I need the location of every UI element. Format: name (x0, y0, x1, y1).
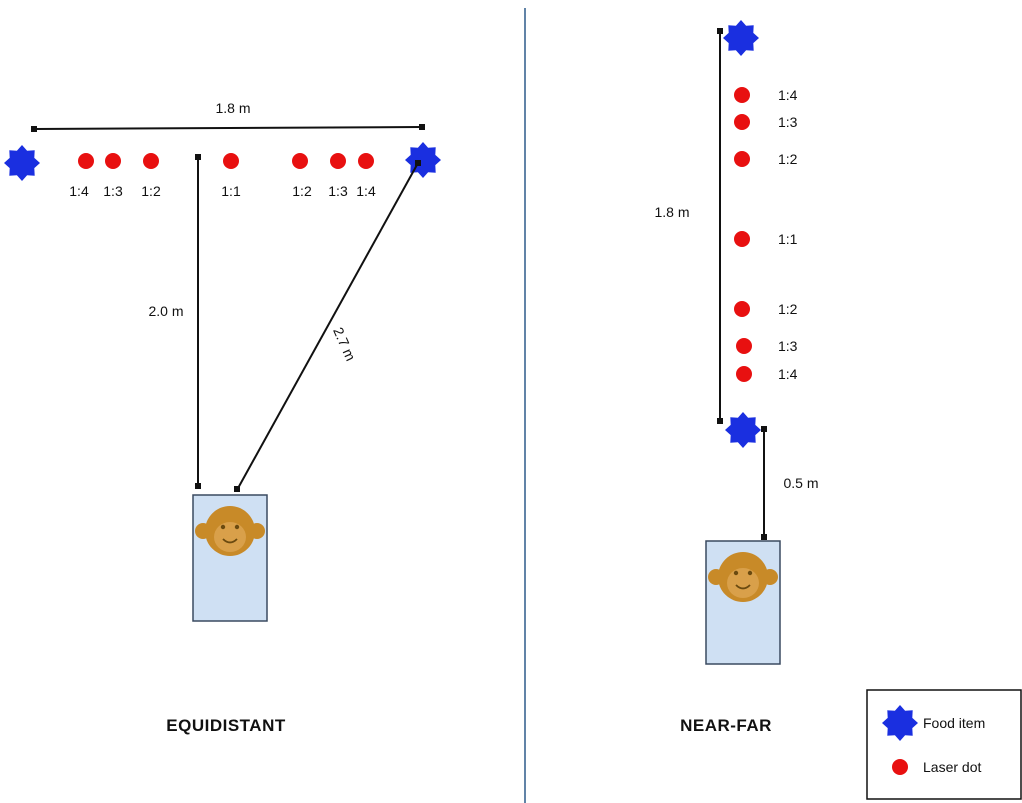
eq-laser-dot (330, 153, 346, 169)
nf-food-near (725, 412, 761, 448)
nf-laser-dot (734, 301, 750, 317)
eq-dot-label: 1:1 (221, 183, 241, 199)
eq-monkey-face-icon (195, 506, 265, 556)
eq-dot-label: 1:2 (292, 183, 312, 199)
eq-laser-dot (105, 153, 121, 169)
nf-length-endpoint-bottom (717, 418, 723, 424)
nf-dot-label: 1:3 (778, 114, 798, 130)
legend-dot-label: Laser dot (923, 759, 981, 775)
eq-laser-dot (292, 153, 308, 169)
nf-dot-label: 1:4 (778, 366, 798, 382)
nf-dot-labels: 1:4 1:3 1:2 1:1 1:2 1:3 1:4 (778, 87, 798, 382)
nf-laser-dot (734, 87, 750, 103)
legend-food-label: Food item (923, 715, 985, 731)
nf-near-endpoint-bottom (761, 534, 767, 540)
eq-diag-label: 2.7 m (330, 325, 359, 363)
nf-dot-label: 1:1 (778, 231, 798, 247)
nf-monkey-face-icon (708, 552, 778, 602)
eq-laser-dot (223, 153, 239, 169)
legend-dot-icon (892, 759, 908, 775)
nf-dot-label: 1:4 (778, 87, 798, 103)
eq-laser-dot (358, 153, 374, 169)
legend-box (866, 689, 1022, 800)
eq-laser-dots (78, 153, 374, 169)
eq-near-endpoint-bottom (195, 483, 201, 489)
eq-near-endpoint-top (195, 154, 201, 160)
eq-dot-label: 1:2 (141, 183, 161, 199)
eq-width-endpoint-right (419, 124, 425, 130)
nf-dot-label: 1:3 (778, 338, 798, 354)
eq-food-left (4, 145, 40, 181)
nf-dot-label: 1:2 (778, 151, 798, 167)
eq-dot-label: 1:3 (328, 183, 348, 199)
nf-dot-label: 1:2 (778, 301, 798, 317)
eq-diag-endpoint-bottom (234, 486, 240, 492)
eq-diag-measure-line (236, 162, 419, 491)
eq-near-label: 2.0 m (148, 303, 183, 319)
eq-dot-label: 1:3 (103, 183, 123, 199)
nf-panel-title: NEAR-FAR (680, 716, 772, 735)
eq-dot-label: 1:4 (69, 183, 89, 199)
nf-laser-dot (736, 366, 752, 382)
nf-laser-dot (736, 338, 752, 354)
eq-dot-label: 1:4 (356, 183, 376, 199)
eq-panel-title: EQUIDISTANT (166, 716, 286, 735)
nf-laser-dot (734, 114, 750, 130)
nf-length-label: 1.8 m (654, 204, 689, 220)
legend: Food item Laser dot (866, 689, 1022, 800)
nf-laser-dot (734, 151, 750, 167)
nearfar-panel: 1.8 m 1:4 1:3 1:2 1:1 1:2 1:3 1:4 0.5 m (654, 20, 819, 735)
eq-width-endpoint-left (31, 126, 37, 132)
nf-length-endpoint-top (717, 28, 723, 34)
eq-dot-labels: 1:4 1:3 1:2 1:1 1:2 1:3 1:4 (69, 183, 376, 199)
legend-food-icon (882, 705, 918, 741)
nf-laser-dots (734, 87, 752, 382)
eq-width-label: 1.8 m (215, 100, 250, 116)
nf-laser-dot (734, 231, 750, 247)
equidistant-panel: 1.8 m 1:4 1:3 1:2 1:1 1:2 1:3 1:4 2.0 m (4, 100, 441, 735)
nf-food-far (723, 20, 759, 56)
eq-laser-dot (143, 153, 159, 169)
eq-diag-endpoint-top (415, 160, 421, 166)
nf-near-label: 0.5 m (783, 475, 818, 491)
eq-laser-dot (78, 153, 94, 169)
nf-near-endpoint-top (761, 426, 767, 432)
eq-width-measure-line (33, 126, 423, 130)
eq-food-right (405, 142, 441, 178)
